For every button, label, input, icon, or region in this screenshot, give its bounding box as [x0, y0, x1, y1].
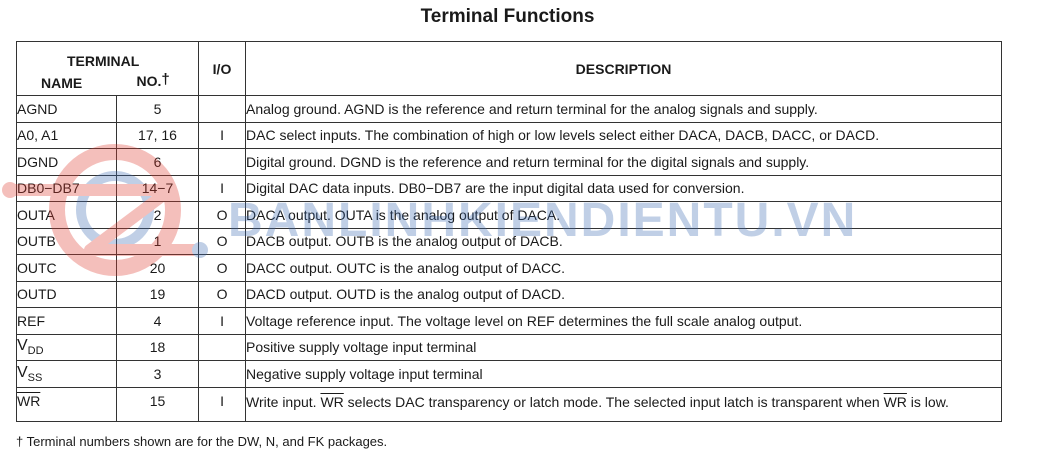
wr-desc-overline: WR	[883, 393, 907, 410]
wr-desc-overline: WR	[320, 393, 344, 410]
terminal-number: 3	[115, 360, 200, 388]
terminal-name: OUTC	[16, 254, 117, 282]
header-no-text: NO.	[136, 72, 162, 89]
terminal-number: 19	[115, 280, 200, 308]
vss-subscript: SS	[27, 371, 43, 384]
terminal-number: 15	[115, 386, 200, 422]
terminal-name: AGND	[16, 95, 117, 123]
terminal-name: VSS	[16, 360, 117, 388]
terminal-io	[198, 148, 247, 176]
terminal-io	[198, 360, 247, 388]
terminal-name: OUTD	[16, 280, 117, 308]
terminal-name: DGND	[16, 148, 117, 176]
terminal-description: DACB output. OUTB is the analog output o…	[245, 227, 1003, 255]
table-row: VDD 18 Positive supply voltage input ter…	[16, 333, 1003, 361]
terminal-description: Negative supply voltage input terminal	[245, 360, 1003, 388]
wr-desc-part: Write input.	[246, 393, 321, 410]
terminal-description: Digital DAC data inputs. DB0−DB7 are the…	[245, 174, 1003, 202]
vdd-subscript: DD	[27, 345, 44, 358]
terminal-description: DACC output. OUTC is the analog output o…	[245, 254, 1003, 282]
dagger-mark: †	[161, 70, 170, 88]
vdd-main: V	[17, 337, 28, 355]
terminal-name: VDD	[16, 333, 117, 361]
terminal-name: DB0−DB7	[16, 174, 117, 202]
wr-desc-part: is low.	[906, 393, 949, 410]
terminal-io: O	[198, 254, 247, 282]
terminal-number: 2	[115, 201, 200, 229]
header-no: NO.†	[116, 70, 200, 96]
table-row: VSS 3 Negative supply voltage input term…	[16, 360, 1003, 388]
wr-desc-part: selects DAC transparency or latch mode. …	[343, 393, 884, 410]
terminal-io: O	[198, 201, 247, 229]
terminal-number: 14−7	[115, 174, 200, 202]
terminal-number: 6	[115, 148, 200, 176]
terminal-io: O	[198, 227, 247, 255]
terminal-name: WR	[16, 386, 117, 422]
terminal-name: A0, A1	[16, 121, 117, 149]
terminal-number: 5	[115, 95, 200, 123]
terminal-io: O	[198, 280, 247, 308]
terminal-io: I	[198, 386, 247, 422]
terminal-description: Digital ground. DGND is the reference an…	[245, 148, 1003, 176]
terminal-description: Write input. WR selects DAC transparency…	[245, 386, 1003, 422]
terminal-name: OUTB	[16, 227, 117, 255]
terminal-description: Voltage reference input. The voltage lev…	[245, 307, 1003, 335]
terminal-number: 20	[115, 254, 200, 282]
terminal-description: Positive supply voltage input terminal	[245, 333, 1003, 361]
terminal-number: 18	[115, 333, 200, 361]
header-name: NAME	[16, 70, 117, 96]
wr-name: WR	[17, 392, 41, 409]
terminal-description: DACA output. OUTA is the analog output o…	[245, 201, 1003, 229]
header-description: DESCRIPTION	[245, 41, 1003, 96]
terminal-io: I	[198, 307, 247, 335]
terminal-description: DAC select inputs. The combination of hi…	[245, 121, 1003, 149]
terminal-number: 4	[115, 307, 200, 335]
terminal-description: Analog ground. AGND is the reference and…	[245, 95, 1003, 123]
terminal-name: REF	[16, 307, 117, 335]
vss-main: V	[17, 363, 28, 381]
header-io: I/O	[198, 41, 247, 96]
header-terminal: TERMINAL	[15, 41, 200, 71]
terminal-io	[198, 95, 247, 123]
footnote: † Terminal numbers shown are for the DW,…	[16, 434, 388, 449]
terminal-description: DACD output. OUTD is the analog output o…	[245, 280, 1003, 308]
terminal-number: 17, 16	[115, 121, 200, 149]
page-title: Terminal Functions	[420, 6, 595, 27]
terminal-name: OUTA	[16, 201, 117, 229]
terminal-io	[198, 333, 247, 361]
table-row: WR 15 I Write input. WR selects DAC tran…	[16, 386, 1003, 422]
terminal-io: I	[198, 121, 247, 149]
terminal-io: I	[198, 174, 247, 202]
terminal-number: 1	[115, 227, 200, 255]
